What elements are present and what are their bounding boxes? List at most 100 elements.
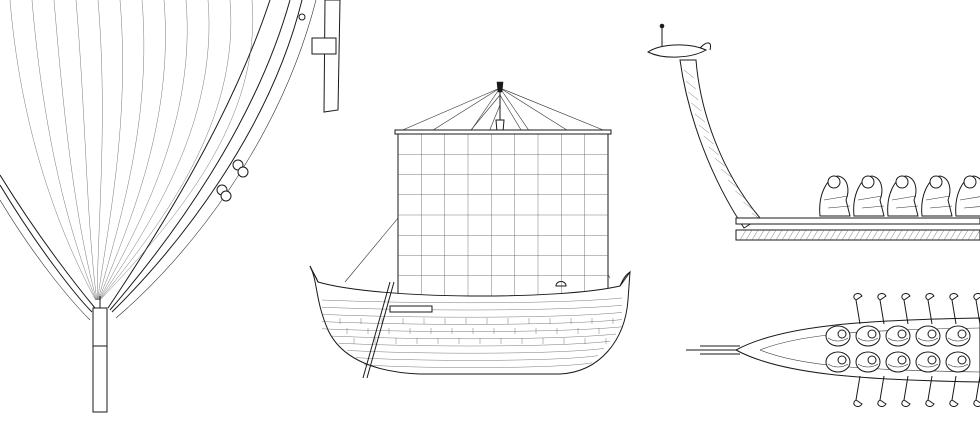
hatch-line <box>708 146 720 156</box>
rower-icon <box>955 175 980 217</box>
hatch-line <box>775 229 783 241</box>
oar-icon <box>853 293 863 325</box>
ship-hull <box>309 265 631 375</box>
rowing-galley-plan <box>686 293 980 407</box>
sailing-ship-elevation <box>309 81 631 379</box>
oar-icon <box>949 375 959 407</box>
hull-strake <box>363 362 593 368</box>
rower-icon <box>819 175 851 217</box>
deck-house <box>389 305 433 313</box>
rower-icon <box>885 325 911 347</box>
hatch-line <box>714 157 725 167</box>
hatch-line <box>817 229 825 241</box>
hatch-line <box>691 102 702 112</box>
square-sail <box>397 133 609 297</box>
rower-icon <box>853 175 885 217</box>
deck-hatch <box>555 281 567 287</box>
hatch-line <box>751 229 759 241</box>
keel-block-lower <box>92 345 108 413</box>
hatch-line <box>937 229 945 241</box>
oar-icon <box>973 293 980 325</box>
hatch-line <box>683 69 695 79</box>
hatch-line <box>739 229 747 241</box>
hatch-line <box>743 201 754 211</box>
hatch-line <box>877 229 885 241</box>
rowing-galley-section <box>647 23 980 241</box>
rower-icon <box>885 351 911 373</box>
hull-strake <box>347 348 605 354</box>
hatch-line <box>769 229 777 241</box>
hull-strake <box>321 319 623 325</box>
rower-icon <box>945 351 971 373</box>
galley-keel <box>735 229 980 241</box>
hull-plank <box>98 0 166 301</box>
rower-icon <box>825 351 851 373</box>
hatch-line <box>720 168 732 178</box>
hull-plank <box>97 0 145 301</box>
hull-plank <box>99 0 232 301</box>
hatch-line <box>793 229 801 241</box>
hatch-line <box>781 229 789 241</box>
rowers-grid <box>825 325 971 373</box>
hatch-line <box>871 229 879 241</box>
hatch-line <box>829 229 837 241</box>
hull-plank <box>99 0 253 301</box>
hatch-line <box>823 229 831 241</box>
hatch-line <box>703 135 714 145</box>
hull-plank <box>53 0 97 301</box>
oar-icon <box>925 375 935 407</box>
hatch-line <box>688 91 699 101</box>
hull-strake <box>355 355 599 361</box>
hatch-line <box>889 229 897 241</box>
rower-icon <box>855 325 881 347</box>
hatch-line <box>841 229 849 241</box>
hatch-line <box>955 229 963 241</box>
hull-planking <box>9 0 253 301</box>
bolt-icon <box>298 13 306 21</box>
rower-icon <box>921 175 953 217</box>
hull-plank <box>99 0 210 301</box>
hull-strake <box>330 333 617 339</box>
hull-plan-closeup <box>0 0 341 413</box>
hatch-line <box>973 229 980 241</box>
frame-bracket <box>311 37 337 55</box>
hull-plank <box>9 0 96 301</box>
oar-icon <box>973 375 980 407</box>
hatch-line <box>787 229 795 241</box>
hatch-line <box>961 229 969 241</box>
hatch-line <box>847 229 855 241</box>
hatch-line <box>925 229 933 241</box>
oar-icon <box>949 293 959 325</box>
hatch-line <box>735 190 746 200</box>
rower-icon <box>915 325 941 347</box>
rower-icon <box>915 351 941 373</box>
keel-hatching <box>739 229 980 241</box>
hull-plank <box>31 0 97 301</box>
keel-block-upper <box>92 307 108 347</box>
rower-icon <box>825 325 851 347</box>
frame-timber <box>323 0 341 113</box>
hatch-line <box>763 229 771 241</box>
hull-plank <box>98 0 188 301</box>
hull-plank <box>75 0 97 301</box>
oars <box>853 293 980 407</box>
rower-icon <box>887 175 919 217</box>
hatch-line <box>859 229 867 241</box>
hatch-line <box>865 229 873 241</box>
steering-oar <box>362 281 391 379</box>
oar-icon <box>925 293 935 325</box>
hatch-line <box>901 229 909 241</box>
hatch-line <box>805 229 813 241</box>
oar-icon <box>901 375 911 407</box>
galley-deck <box>735 217 980 225</box>
hatch-line <box>913 229 921 241</box>
hatch-line <box>835 229 843 241</box>
figurehead-icon <box>647 44 708 58</box>
hull-plank <box>97 0 103 301</box>
hatch-line <box>907 229 915 241</box>
hatch-line <box>698 124 710 134</box>
hatch-line <box>967 229 975 241</box>
peg-icon <box>237 166 249 178</box>
oar-icon <box>853 375 863 407</box>
